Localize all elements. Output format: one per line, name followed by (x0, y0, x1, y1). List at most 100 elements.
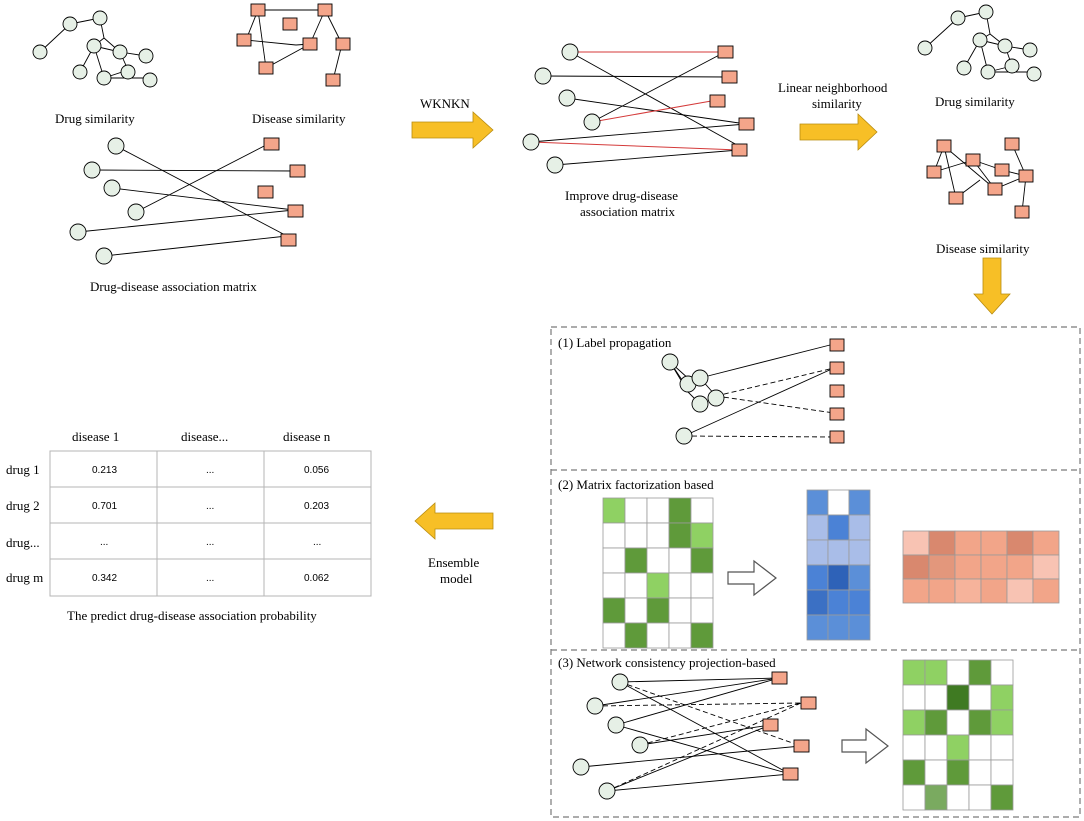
disease-node (1018, 169, 1034, 183)
ncp-grid-cell (924, 659, 948, 686)
disease-node (936, 139, 952, 153)
disease-node (987, 182, 1003, 196)
drug-node (586, 697, 604, 715)
disease-factor-cell (902, 578, 930, 604)
ncp-grid-cell (968, 734, 992, 761)
disease-node (829, 430, 845, 444)
drug-node (534, 67, 552, 85)
association-grid-cell (646, 572, 670, 599)
ncp-grid-cell (946, 759, 970, 786)
ncp-grid-cell (990, 659, 1014, 686)
drug-node (83, 161, 101, 179)
drug-factor-cell (848, 589, 871, 616)
disease-similarity-label: Disease similarity (252, 111, 346, 126)
drug-factor-cell (806, 489, 829, 516)
disease-factor-cell (954, 530, 982, 556)
disease-factor-cell (980, 530, 1008, 556)
table-cell: 0.203 (304, 501, 329, 512)
drug-node (92, 10, 108, 26)
table-cell: ... (206, 501, 214, 512)
ncp-bipartite-network (572, 671, 817, 800)
disease-factor-cell (902, 554, 930, 580)
drug-factor-cell (806, 539, 829, 566)
drug-similarity-label-2: Drug similarity (935, 94, 1015, 109)
hollow-arrow (841, 727, 889, 765)
drug-node (950, 10, 966, 26)
drug-factor-cell (827, 589, 850, 616)
down-arrow (973, 257, 1011, 315)
label-propagation-network (661, 338, 845, 445)
drug-factor-cell (827, 539, 850, 566)
drug-node (127, 203, 145, 221)
drug-node (107, 137, 125, 155)
col-header: disease... (181, 429, 228, 444)
panel-label-propagation-title: (1) Label propagation (558, 335, 672, 350)
association-grid-cell (668, 497, 692, 524)
association-grid-cell (624, 572, 648, 599)
drug-node (691, 395, 709, 413)
drug-factor-cell (827, 564, 850, 591)
panel-ncp-title: (3) Network consistency projection-based (558, 655, 776, 670)
disease-factor-cell (980, 554, 1008, 580)
association-grid-cell (602, 547, 626, 574)
ncp-grid-cell (924, 709, 948, 736)
drug-node (1022, 42, 1038, 58)
association-grid-cell (646, 522, 670, 549)
disease-node (263, 137, 280, 151)
drug-factor-cell (827, 489, 850, 516)
drug-node (956, 60, 972, 76)
disease-node (1014, 205, 1030, 219)
drug-similarity-network (32, 10, 158, 88)
association-bipartite-network (69, 137, 306, 265)
disease-factor-cell (1006, 530, 1034, 556)
table-cell: 0.701 (92, 501, 117, 512)
disease-similarity-network-2 (926, 137, 1034, 219)
ncp-grid-cell (946, 684, 970, 711)
association-grid-cell (624, 622, 648, 649)
drug-node (707, 389, 725, 407)
ncp-grid-cell (990, 709, 1014, 736)
association-grid-cell (646, 622, 670, 649)
drug-factor-cell (806, 514, 829, 541)
disease-node (829, 338, 845, 352)
methods-panel (550, 326, 1081, 818)
drug-similarity-label: Drug similarity (55, 111, 135, 126)
association-grid-cell (668, 572, 692, 599)
association-grid-cell (602, 522, 626, 549)
association-matrix-label: Drug-disease association matrix (90, 279, 257, 294)
disease-similarity-network (236, 3, 351, 87)
drug-node (561, 43, 579, 61)
association-grid-cell (668, 622, 692, 649)
drug-node (112, 44, 128, 60)
drug-node (1026, 66, 1042, 82)
drug-node (138, 48, 154, 64)
drug-node (972, 32, 988, 48)
wknkn-arrow (411, 111, 494, 149)
drug-node (997, 38, 1013, 54)
ncp-grid-cell (924, 759, 948, 786)
lns-arrow (799, 113, 878, 151)
ncp-grid-cell (990, 734, 1014, 761)
drug-factor-cell (806, 589, 829, 616)
drug-node (558, 89, 576, 107)
disease-factor-cell (1032, 554, 1060, 580)
disease-node (948, 191, 964, 205)
disease-factor-cell (1006, 578, 1034, 604)
hollow-arrow (727, 559, 777, 597)
ncp-grid-cell (946, 659, 970, 686)
association-grid-cell (668, 522, 692, 549)
ncp-grid-cell (968, 659, 992, 686)
ncp-grid-cell (968, 684, 992, 711)
disease-node (762, 718, 779, 732)
drug-node (598, 782, 616, 800)
disease-node (771, 671, 788, 685)
table-cell: ... (206, 573, 214, 584)
disease-node (257, 185, 274, 199)
disease-node (289, 164, 306, 178)
table-cell: ... (100, 537, 108, 548)
table-cell: ... (206, 465, 214, 476)
drug-factor-cell (848, 514, 871, 541)
disease-node (325, 73, 341, 87)
drug-node (1004, 58, 1020, 74)
